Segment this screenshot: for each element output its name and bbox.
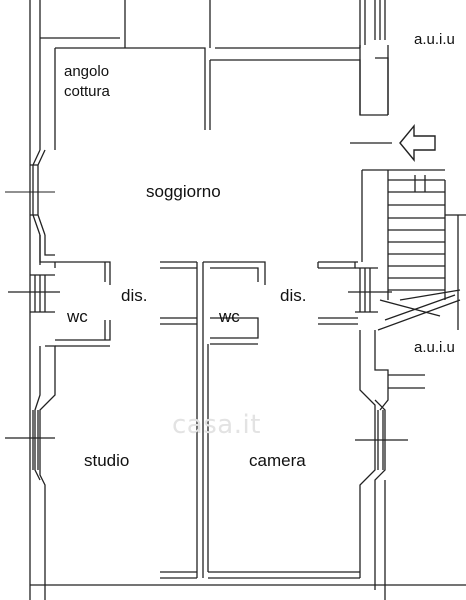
kitchen-wall	[54, 47, 389, 150]
bottom-wall	[30, 480, 466, 600]
arrow-left-outline-icon	[399, 124, 436, 162]
right-wall-lower	[359, 330, 386, 590]
window-right-lower	[355, 410, 408, 470]
window-left-lower	[5, 410, 55, 470]
stairs	[362, 169, 466, 331]
adjacent-unit-label-top: a.u.i.u	[414, 31, 455, 48]
right-outer-wall	[361, 170, 425, 411]
room-label-angolo-cottura: angolo cottura	[64, 63, 110, 100]
center-wall-upper	[160, 261, 266, 578]
window-right-mid	[348, 267, 392, 313]
room-label-camera: camera	[249, 451, 306, 470]
top-rooms-walls	[40, 0, 366, 49]
right-upper-wall	[359, 45, 389, 116]
left-wall-lower	[34, 345, 56, 600]
room-label-wc-left: wc	[67, 307, 88, 326]
left-wall-mid	[39, 235, 55, 263]
room-label-dis-left: dis.	[121, 286, 148, 305]
room-label-wc-center: wc	[219, 307, 240, 326]
top-right-wall	[374, 0, 386, 40]
wc-left-walls	[54, 261, 111, 347]
dis-right-walls	[317, 261, 358, 325]
watermark: casa.it	[172, 410, 261, 440]
room-label-studio: studio	[84, 451, 130, 470]
adjacent-unit-label-bottom: a.u.i.u	[414, 339, 455, 356]
room-label-dis-right: dis.	[280, 286, 307, 305]
room-label-soggiorno: soggiorno	[146, 182, 221, 201]
window-left-mid	[8, 274, 60, 313]
window-left-upper	[30, 149, 46, 236]
center-wall-lower	[160, 344, 360, 579]
